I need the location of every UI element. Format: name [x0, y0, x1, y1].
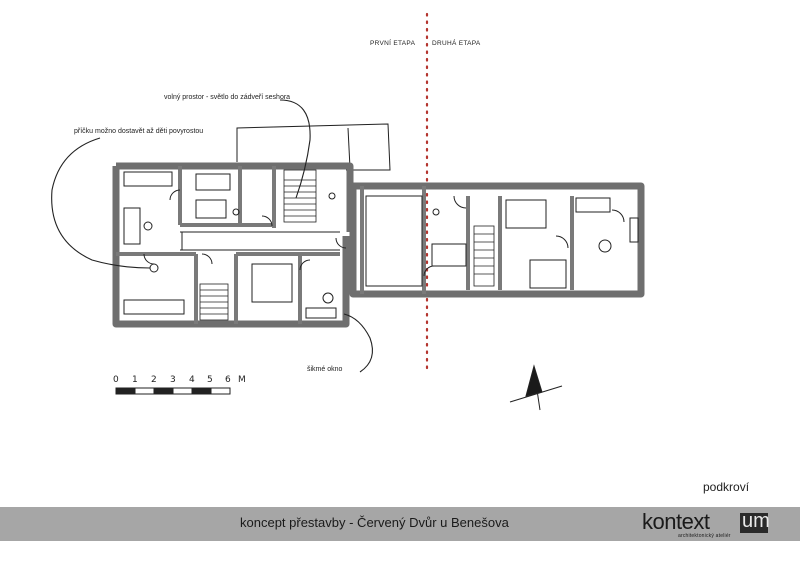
scale-tick-2: 2 [151, 375, 157, 385]
north-arrow [509, 364, 563, 411]
phase-first-label: PRVNÍ ETAPA [370, 40, 416, 47]
scale-tick-1: 1 [132, 375, 138, 385]
scale-tick-0: 0 [113, 375, 119, 385]
scale-tick-6: 6 [225, 375, 231, 385]
right-building-walls [349, 182, 645, 298]
annotation-open-space: volný prostor - světlo do zádveří seshor… [164, 94, 291, 101]
annotation-partition: příčku možno dostavět až děti povyrostou [74, 128, 204, 135]
annotation-skylight: šikmé okno [307, 366, 343, 373]
left-internal-walls [116, 166, 340, 324]
scale-tick-3: 3 [170, 375, 176, 385]
right-thin-walls [365, 195, 639, 289]
sheet-label: podkroví [703, 480, 750, 494]
scale-tick-5: 5 [207, 375, 213, 385]
scale-unit: M [238, 375, 246, 385]
logo-subtitle: architektonický ateliér [678, 533, 731, 539]
footer-band: koncept přestavby - Červený Dvůr u Beneš… [0, 507, 800, 541]
open-space-outline [236, 123, 391, 171]
phase-second-label: DRUHÁ ETAPA [432, 40, 481, 47]
right-internal-walls [360, 186, 574, 294]
logo-box-text: um [742, 510, 770, 532]
footer-title: koncept přestavby - Červený Dvůr u Beneš… [240, 515, 509, 530]
annotation-leaders [51, 99, 373, 373]
right-stairs [473, 225, 495, 287]
scale-tick-4: 4 [189, 375, 195, 385]
left-stairs [199, 169, 317, 321]
left-thin-walls [123, 171, 347, 319]
scale-bar [115, 387, 231, 395]
logo-main-text: kontext [642, 509, 710, 534]
logo-box: um [740, 510, 770, 533]
logo: kontext um architektonický ateliér [642, 509, 772, 539]
